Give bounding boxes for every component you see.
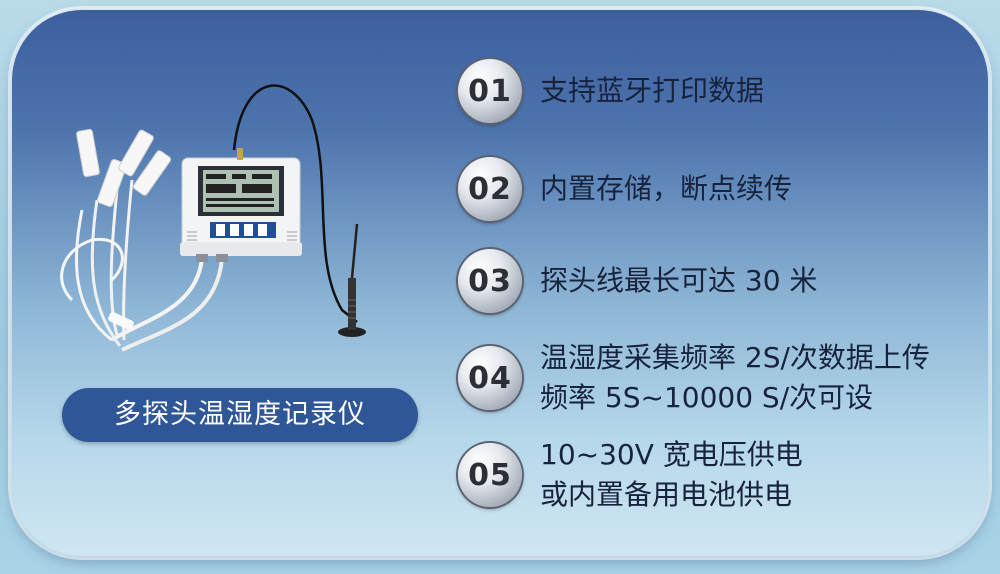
feature-item-05: 05 10~30V 宽电压供电 或内置备用电池供电 [458,435,803,515]
product-title: 多探头温湿度记录仪 [62,388,418,442]
number-badge: 01 [458,59,522,123]
feature-text: 10~30V 宽电压供电 或内置备用电池供电 [540,438,803,511]
number-badge: 03 [458,249,522,313]
product-image [12,10,452,390]
feature-text: 内置存储，断点续传 [540,172,793,205]
feature-text: 支持蓝牙打印数据 [540,74,765,107]
number-badge: 05 [458,443,522,507]
feature-text: 探头线最长可达 30 米 [540,264,818,297]
feature-item-02: 02 内置存储，断点续传 [458,157,792,221]
feature-item-04: 04 温湿度采集频率 2S/次数据上传 频率 5S~10000 S/次可设 [458,338,930,418]
number-badge: 02 [458,157,522,221]
data-logger-illustration [60,84,366,352]
feature-text: 温湿度采集频率 2S/次数据上传 频率 5S~10000 S/次可设 [540,341,930,414]
number-badge: 04 [458,346,522,410]
feature-item-03: 03 探头线最长可达 30 米 [458,249,817,313]
feature-item-01: 01 支持蓝牙打印数据 [458,59,764,123]
background-panel: 多探头温湿度记录仪 01 支持蓝牙打印数据 02 内置存储，断点续传 03 探头… [12,10,988,556]
